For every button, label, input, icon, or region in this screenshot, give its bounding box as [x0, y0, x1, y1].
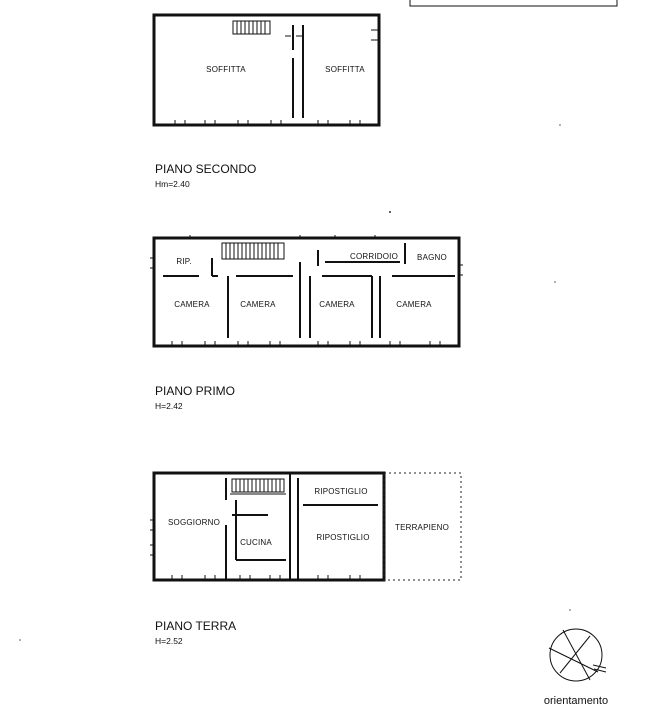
staircase: [221, 242, 285, 260]
floor-height: H=2.42: [155, 401, 183, 411]
title-block-fragment: [409, 0, 618, 7]
floor-title: PIANO PRIMO: [155, 384, 235, 398]
room-label: RIPOSTIGLIO: [314, 487, 367, 496]
floor-height: H=2.52: [155, 636, 183, 646]
floor-height: Hm=2.40: [155, 179, 190, 189]
room-label: CUCINA: [240, 538, 272, 547]
scan-specks: [19, 124, 571, 641]
room-label: CAMERA: [240, 300, 276, 309]
room-label: CAMERA: [174, 300, 210, 309]
room-label: CAMERA: [396, 300, 432, 309]
staircase: [232, 20, 271, 35]
staircase: [231, 478, 285, 493]
room-label: SOGGIORNO: [168, 518, 220, 527]
floor-plan-first: RIP. CORRIDOIO BAGNO CAMERA CAMERA CAMER…: [150, 235, 463, 348]
floor-plan-second: SOFFITTA SOFFITTA: [152, 13, 381, 127]
orientation-label: orientamento: [544, 695, 608, 707]
room-label: BAGNO: [417, 253, 447, 262]
floor-title: PIANO TERRA: [155, 619, 236, 633]
room-label: SOFFITTA: [206, 65, 246, 74]
room-label: RIP.: [176, 257, 191, 266]
room-label: CORRIDOIO: [350, 252, 398, 261]
compass-icon: [548, 628, 607, 682]
room-label: CAMERA: [319, 300, 355, 309]
floor-plan-ground: SOGGIORNO CUCINA RIPOSTIGLIO RIPOSTIGLIO…: [150, 471, 462, 582]
floor-title: PIANO SECONDO: [155, 162, 256, 176]
room-label: RIPOSTIGLIO: [316, 533, 369, 542]
room-label: SOFFITTA: [325, 65, 365, 74]
room-label: TERRAPIENO: [395, 523, 449, 532]
terrapieno-area: [383, 472, 462, 581]
